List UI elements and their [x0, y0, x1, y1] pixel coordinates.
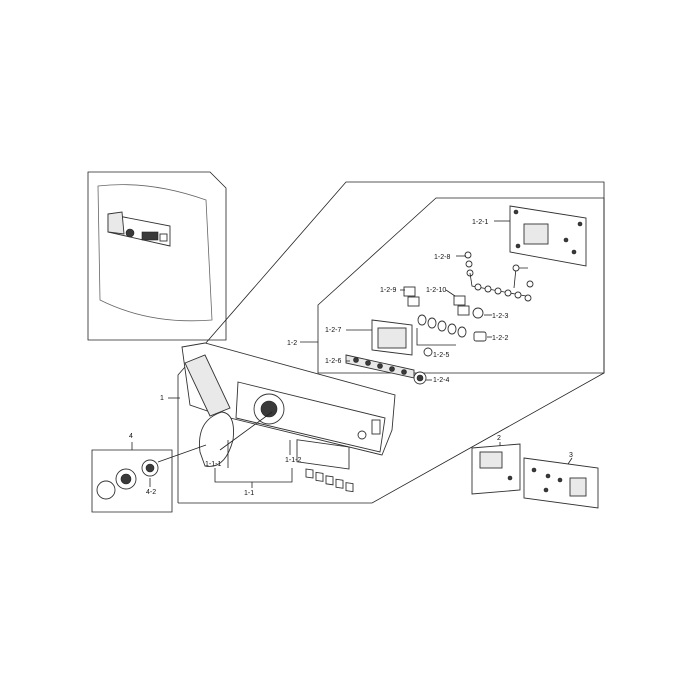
label-1-2: 1-2 [287, 340, 297, 347]
label-1-2-2: 1-2-2 [492, 335, 508, 342]
label-1-2-4: 1-2-4 [433, 377, 449, 384]
small-parts [472, 307, 487, 342]
label-4-2: 4-2 [146, 489, 156, 496]
label-1-2-9: 1-2-9 [380, 287, 396, 294]
display-1-2-7 [371, 319, 413, 356]
board-3 [523, 457, 599, 509]
button-strip-1-2-8 [464, 251, 534, 302]
label-2: 2 [497, 435, 501, 442]
main-boundary [177, 181, 605, 504]
label-1-1-1: 1-1-1 [205, 461, 221, 468]
label-4: 4 [129, 433, 133, 440]
label-1-2-5: 1-2-5 [433, 352, 449, 359]
label-1-2-8: 1-2-8 [434, 254, 450, 261]
subassembly-boundary [317, 197, 605, 374]
leader-lines [131, 220, 573, 488]
label-1-2-3: 1-2-3 [492, 313, 508, 320]
control-panel [181, 342, 396, 493]
board-1-2-1 [509, 205, 587, 267]
label-1-1-2: 1-1-2 [285, 457, 301, 464]
knob-assembly-4 [91, 444, 207, 513]
label-1-2-7: 1-2-7 [325, 327, 341, 334]
label-1: 1 [160, 395, 164, 402]
button-caps-1-2-5 [416, 314, 467, 346]
encoder-1-2-4 [413, 347, 433, 385]
label-1-2-6: 1-2-6 [325, 358, 341, 365]
led-strip-1-2-6 [345, 354, 415, 379]
knob-cover [199, 411, 273, 467]
label-3: 3 [569, 452, 573, 459]
label-1-2-1: 1-2-1 [472, 219, 488, 226]
part-labels: 1 1-1 1-1-1 1-1-2 1-2 1-2-1 1-2-2 1-2-3 … [129, 219, 573, 497]
label-1-2-10: 1-2-10 [426, 287, 446, 294]
label-1-1: 1-1 [244, 490, 254, 497]
inset-appliance-view [87, 171, 227, 341]
switches [403, 286, 470, 316]
board-2 [471, 443, 521, 495]
